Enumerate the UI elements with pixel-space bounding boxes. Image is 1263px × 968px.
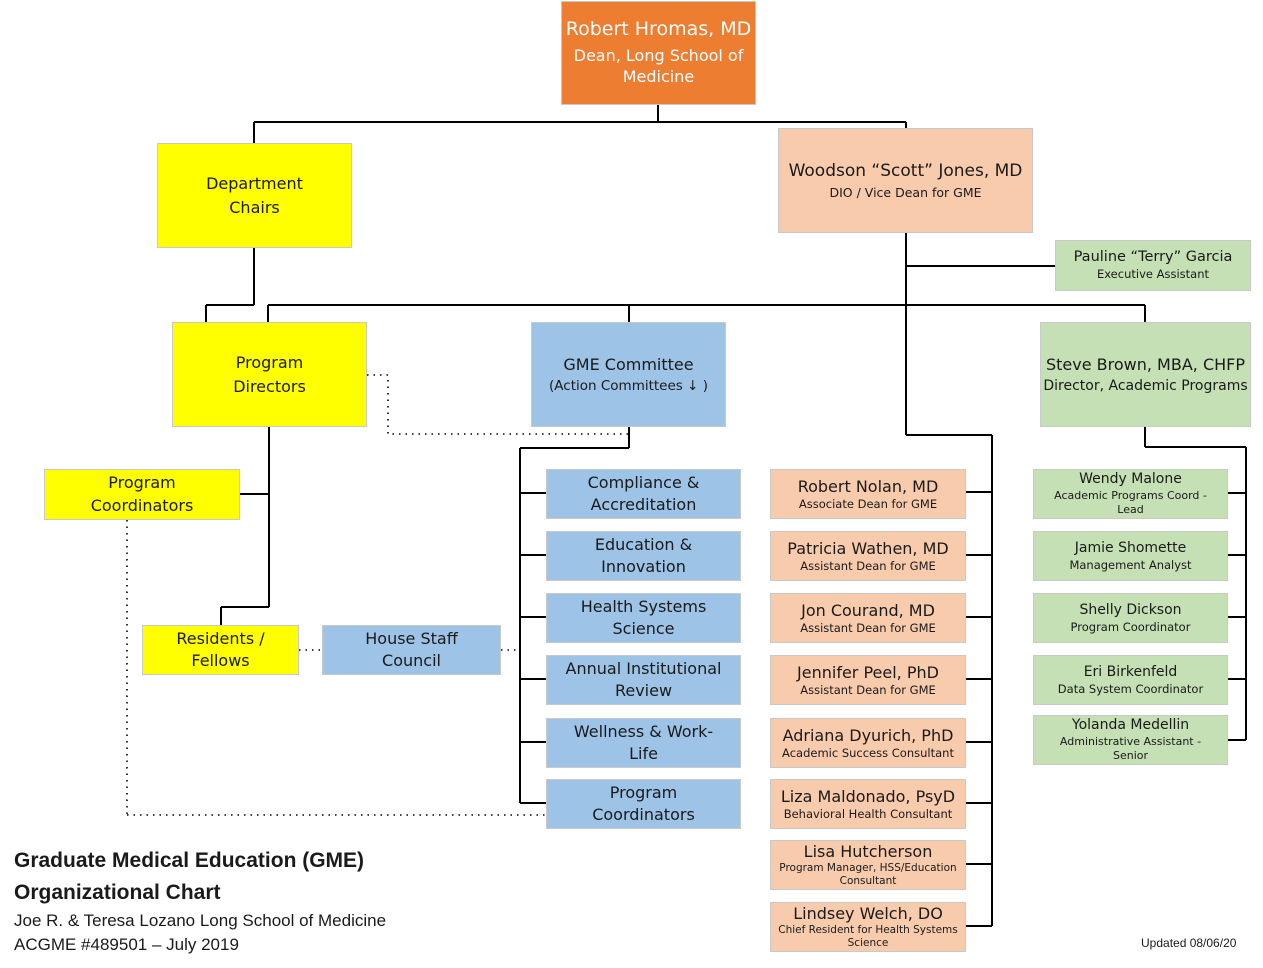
dean-name: Robert Hromas, MD <box>565 18 752 40</box>
dean-title: Dean, Long School of Medicine <box>573 45 744 87</box>
chart-title-line1: Graduate Medical Education (GME) <box>14 849 365 872</box>
staff-name: Adriana Dyurich, PhD <box>782 725 954 745</box>
program-coordinators-box: Program Coordinators <box>44 469 240 520</box>
staff-medellin-box: Yolanda Medellin Administrative Assistan… <box>1033 715 1228 765</box>
staff-name: Shelly Dickson <box>1079 601 1182 618</box>
committee-label: Wellness & Work-Life <box>573 721 714 763</box>
committee-program-coordinators-box: Program Coordinators <box>546 779 741 829</box>
staff-wathen-box: Patricia Wathen, MD Assistant Dean for G… <box>770 531 966 581</box>
program-directors-label: Program Directors <box>233 353 306 396</box>
dean-box: Robert Hromas, MD Dean, Long School of M… <box>561 1 756 105</box>
staff-title: Management Analyst <box>1069 557 1192 572</box>
committee-label: Annual Institutional Review <box>565 658 722 700</box>
staff-title: Administrative Assistant - Senior <box>1059 734 1202 762</box>
staff-peel-box: Jennifer Peel, PhD Assistant Dean for GM… <box>770 655 966 705</box>
residents-fellows-label: Residents / Fellows <box>176 628 265 670</box>
staff-title: Assistant Dean for GME <box>800 620 936 635</box>
staff-shomette-box: Jamie Shomette Management Analyst <box>1033 531 1228 581</box>
staff-name: Jennifer Peel, PhD <box>797 662 939 682</box>
assistant-name: Pauline “Terry” Garcia <box>1073 248 1233 265</box>
committee-annual-review-box: Annual Institutional Review <box>546 655 741 705</box>
staff-dickson-box: Shelly Dickson Program Coordinator <box>1033 593 1228 643</box>
staff-name: Jon Courand, MD <box>801 600 935 620</box>
staff-name: Robert Nolan, MD <box>797 476 939 496</box>
staff-title: Academic Programs Coord - Lead <box>1054 488 1207 516</box>
staff-courand-box: Jon Courand, MD Assistant Dean for GME <box>770 593 966 643</box>
school-name: Joe R. & Teresa Lozano Long School of Me… <box>14 911 387 930</box>
dio-box: Woodson “Scott” Jones, MD DIO / Vice Dea… <box>778 128 1033 233</box>
committee-wellness-box: Wellness & Work-Life <box>546 718 741 768</box>
staff-name: Liza Maldonado, PsyD <box>780 786 956 806</box>
staff-name: Lisa Hutcherson <box>803 841 933 861</box>
committee-label: Program Coordinators <box>592 782 695 824</box>
committee-education-box: Education & Innovation <box>546 531 741 581</box>
staff-title: Data System Coordinator <box>1057 681 1204 696</box>
gme-committee-name: GME Committee <box>563 354 694 374</box>
staff-name: Jamie Shomette <box>1074 539 1187 556</box>
staff-name: Eri Birkenfeld <box>1083 663 1178 680</box>
staff-hutcherson-box: Lisa Hutcherson Program Manager, HSS/Edu… <box>770 840 966 890</box>
committee-health-systems-box: Health Systems Science <box>546 593 741 643</box>
executive-assistant-box: Pauline “Terry” Garcia Executive Assista… <box>1055 240 1251 291</box>
gme-committee-box: GME Committee (Action Committees ↓ ) <box>531 322 726 427</box>
academic-director-name: Steve Brown, MBA, CHFP <box>1045 354 1245 374</box>
residents-fellows-box: Residents / Fellows <box>142 625 299 675</box>
program-directors-box: Program Directors <box>172 322 367 427</box>
department-chairs-label: Department Chairs <box>206 174 303 217</box>
department-chairs-box: Department Chairs <box>157 143 352 248</box>
house-staff-council-label: House Staff Council <box>365 628 458 670</box>
staff-birkenfeld-box: Eri Birkenfeld Data System Coordinator <box>1033 655 1228 705</box>
staff-title: Chief Resident for Health Systems Scienc… <box>778 923 958 950</box>
chart-title-line2: Organizational Chart <box>14 881 221 904</box>
updated-date: Updated 08/06/20 <box>1141 936 1237 950</box>
staff-name: Yolanda Medellin <box>1071 716 1190 733</box>
staff-title: Associate Dean for GME <box>798 496 938 511</box>
dio-name: Woodson “Scott” Jones, MD <box>788 161 1023 182</box>
house-staff-council-box: House Staff Council <box>322 625 501 675</box>
staff-title: Behavioral Health Consultant <box>783 806 953 821</box>
staff-title: Assistant Dean for GME <box>800 558 936 573</box>
assistant-title: Executive Assistant <box>1096 267 1210 282</box>
committee-compliance-box: Compliance & Accreditation <box>546 469 741 519</box>
staff-name: Wendy Malone <box>1079 470 1182 487</box>
staff-dyurich-box: Adriana Dyurich, PhD Academic Success Co… <box>770 718 966 768</box>
academic-director-title: Director, Academic Programs <box>1043 377 1248 394</box>
program-coordinators-label: Program Coordinators <box>90 473 194 515</box>
committee-label: Compliance & Accreditation <box>587 472 700 514</box>
gme-committee-subtitle: (Action Committees ↓ ) <box>549 378 708 394</box>
committee-label: Health Systems Science <box>580 596 707 638</box>
staff-welch-box: Lindsey Welch, DO Chief Resident for Hea… <box>770 902 966 952</box>
staff-title: Program Coordinator <box>1070 619 1191 634</box>
staff-title: Program Manager, HSS/Education Consultan… <box>779 861 957 888</box>
staff-title: Assistant Dean for GME <box>800 682 936 697</box>
dio-title: DIO / Vice Dean for GME <box>829 184 982 200</box>
staff-name: Lindsey Welch, DO <box>793 903 943 923</box>
acgme-number: ACGME #489501 – July 2019 <box>14 935 239 954</box>
staff-malone-box: Wendy Malone Academic Programs Coord - L… <box>1033 469 1228 519</box>
staff-maldonado-box: Liza Maldonado, PsyD Behavioral Health C… <box>770 779 966 829</box>
staff-nolan-box: Robert Nolan, MD Associate Dean for GME <box>770 469 966 519</box>
committee-label: Education & Innovation <box>594 534 693 576</box>
staff-title: Academic Success Consultant <box>782 745 954 760</box>
staff-name: Patricia Wathen, MD <box>787 538 949 558</box>
academic-director-box: Steve Brown, MBA, CHFP Director, Academi… <box>1040 322 1251 427</box>
